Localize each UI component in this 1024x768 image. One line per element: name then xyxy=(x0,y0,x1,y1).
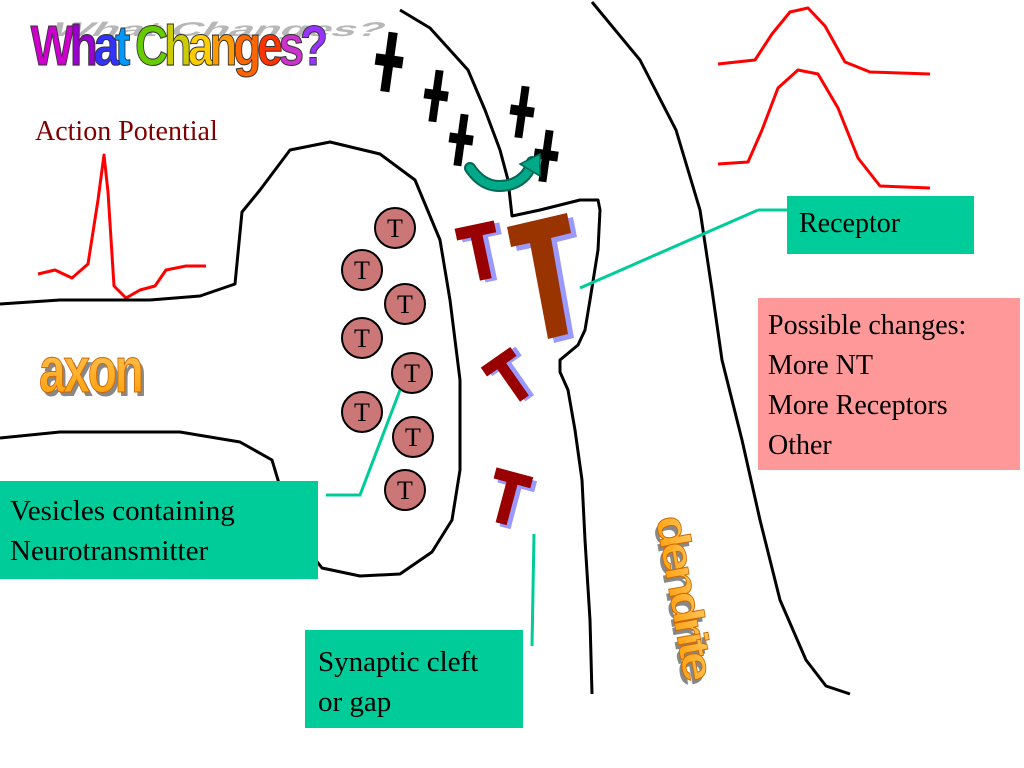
title-letter: s xyxy=(279,13,305,77)
title-letter: g xyxy=(233,13,261,77)
axon-terminal-membrane xyxy=(0,140,462,578)
action-potential-label: Action Potential xyxy=(35,116,218,147)
possible-changes-box: Possible changes: More NT More Receptors… xyxy=(758,298,1020,470)
cleft-leader-line xyxy=(530,533,536,647)
title-letter: n xyxy=(209,13,237,77)
dendrite-label-group: dendrite dendrite xyxy=(644,511,723,690)
synaptic-cleft-line: Synaptic cleft xyxy=(318,646,479,678)
title-letter: a xyxy=(94,13,121,77)
possible-changes-line: More NT xyxy=(768,350,873,381)
title-letter: e xyxy=(257,13,283,77)
ion-plus-icon xyxy=(374,31,404,93)
vesicle: T xyxy=(341,391,383,433)
vesicle: T xyxy=(391,352,433,394)
title-letter: t xyxy=(115,13,130,77)
vesicle: T xyxy=(384,469,426,511)
receptor-shape xyxy=(507,213,577,343)
vesicle-leader-line xyxy=(326,389,402,497)
vesicle-label: T xyxy=(404,359,420,388)
ion-plus-icon xyxy=(509,85,535,139)
receptor-leader-line xyxy=(579,208,759,290)
ion-flow-arrow-icon xyxy=(464,152,541,192)
vesicle-label: T xyxy=(397,290,413,319)
vesicles-box-line: Neurotransmitter xyxy=(10,535,209,567)
ion-plus-icon xyxy=(448,113,474,167)
action-potential-trace xyxy=(37,153,206,300)
axon-label: axon xyxy=(39,334,144,405)
title-letter: C xyxy=(135,13,168,77)
vesicle: T xyxy=(374,207,416,249)
vesicles-box: Vesicles containing Neurotransmitter xyxy=(0,481,318,579)
postsynaptic-trace-small xyxy=(717,6,931,76)
title-letter: h xyxy=(164,13,192,77)
axon-label-shadow: axon xyxy=(42,338,147,409)
synaptic-cleft-box: Synaptic cleft or gap xyxy=(305,630,523,728)
possible-changes-line: Other xyxy=(768,430,832,461)
dendrite-outer-membrane xyxy=(590,1,851,696)
vesicles-box-line: Vesicles containing xyxy=(10,495,235,527)
synaptic-cleft-line: or gap xyxy=(318,686,392,718)
receptor-box-text: Receptor xyxy=(799,208,901,239)
title-group: What Changes? What Changes? xyxy=(30,13,393,78)
possible-changes-line: More Receptors xyxy=(768,390,948,421)
vesicle-label: T xyxy=(354,398,370,427)
postsynaptic-trace-large xyxy=(717,68,931,190)
vesicle-label: T xyxy=(354,324,370,353)
axon-label-group: axon axon xyxy=(39,334,147,410)
title-letter: ? xyxy=(300,13,328,77)
vesicle-label: T xyxy=(354,256,370,285)
ion-plus-icon xyxy=(423,69,449,123)
title-letter: h xyxy=(70,13,98,77)
neurotransmitter-molecule xyxy=(480,346,535,402)
receptor-box: Receptor xyxy=(787,196,974,254)
vesicle: T xyxy=(392,416,434,458)
title-letter: W xyxy=(31,13,75,77)
vesicle-label: T xyxy=(405,423,421,452)
vesicle: T xyxy=(341,249,383,291)
vesicle-label: T xyxy=(387,214,403,243)
title-letter: a xyxy=(188,13,215,77)
vesicle: T xyxy=(341,317,383,359)
neurotransmitter-group xyxy=(454,220,538,530)
possible-changes-line: Possible changes: xyxy=(768,310,967,341)
vesicle-label: T xyxy=(397,476,413,505)
neurotransmitter-molecule xyxy=(454,220,502,283)
vesicle: T xyxy=(384,283,426,325)
page-title: What Changes? xyxy=(31,13,329,77)
neurotransmitter-molecule xyxy=(493,467,538,530)
ion-group xyxy=(374,31,559,183)
dendrite-inner-membrane xyxy=(399,8,602,695)
title-shadow: What Changes? xyxy=(45,18,393,40)
